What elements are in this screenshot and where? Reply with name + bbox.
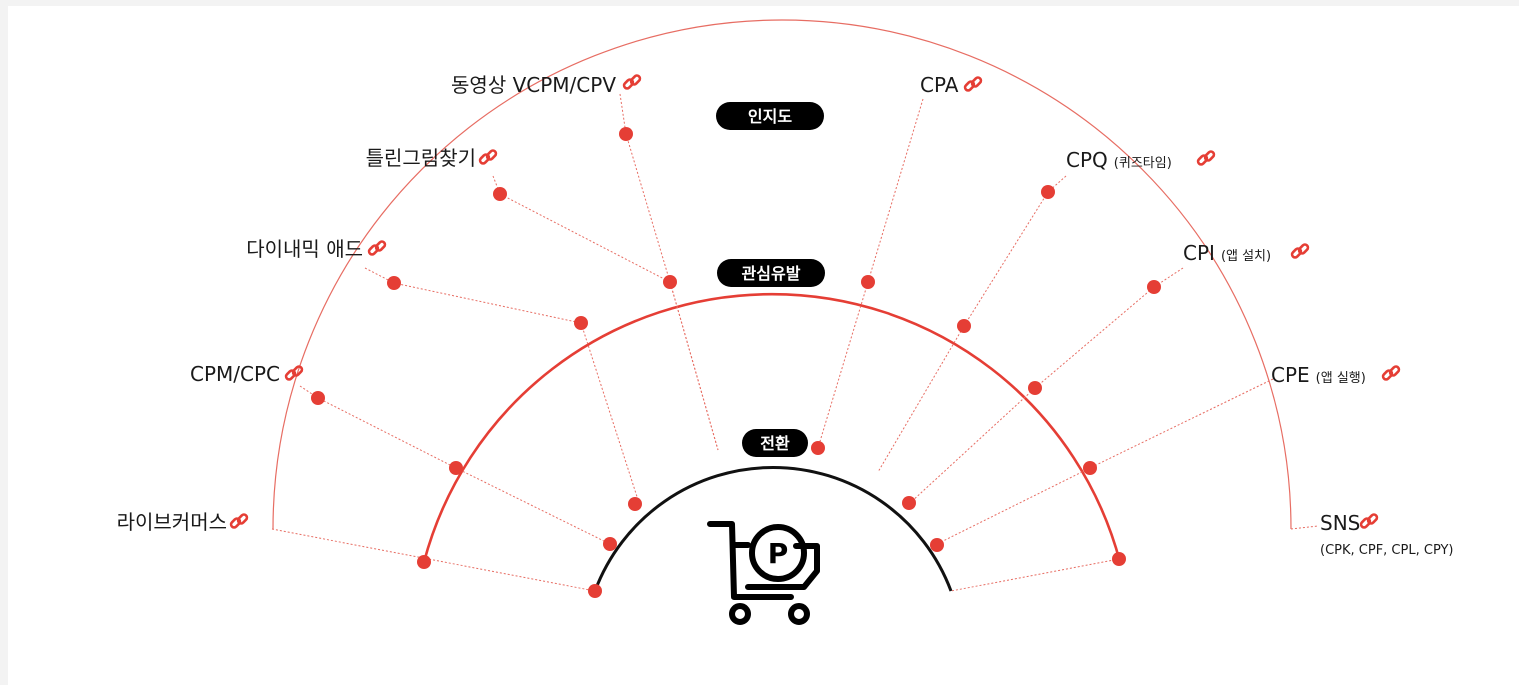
- link-icon: [1290, 242, 1310, 260]
- node-dot: [493, 187, 507, 201]
- product-link-cpa[interactable]: CPA: [920, 73, 983, 97]
- node-dot: [417, 555, 431, 569]
- node-dot: [311, 391, 325, 405]
- product-link-spot-difference[interactable]: 틀린그림찾기: [366, 146, 498, 170]
- product-label: CPM/CPC: [190, 362, 280, 386]
- node-dot: [930, 538, 944, 552]
- product-link-live-commerce[interactable]: 라이브커머스: [117, 510, 249, 534]
- product-label: CPE(앱 실행): [1271, 363, 1366, 387]
- link-icon: [229, 512, 249, 530]
- spoke-cpq: [877, 175, 1067, 473]
- node-dot: [574, 316, 588, 330]
- link-icon: [478, 148, 498, 166]
- product-label: CPI(앱 설치): [1183, 241, 1271, 265]
- node-dot: [449, 461, 463, 475]
- product-sublabel: (CPK, CPF, CPL, CPY): [1320, 543, 1454, 558]
- product-link-cpm-cpc[interactable]: CPM/CPC: [190, 362, 304, 386]
- spoke-video: [619, 93, 719, 451]
- node-dot: [1028, 381, 1042, 395]
- product-link-cpq[interactable]: CPQ(퀴즈타임): [1066, 148, 1216, 172]
- product-label: 틀린그림찾기: [366, 146, 476, 170]
- spoke-spot-difference: [492, 175, 719, 451]
- node-dot: [1083, 461, 1097, 475]
- spoke-lines: [271, 93, 1319, 592]
- node-dot: [628, 497, 642, 511]
- spoke-cpa: [817, 98, 924, 449]
- node-dot: [588, 584, 602, 598]
- awareness-arc: [272, 19, 1292, 530]
- product-label: CPQ(퀴즈타임): [1066, 148, 1172, 172]
- spoke-live-commerce: [271, 528, 596, 592]
- node-dot: [1147, 280, 1161, 294]
- node-dot: [1112, 552, 1126, 566]
- link-icon: [1359, 512, 1379, 530]
- interest-arc: [422, 292, 1122, 563]
- link-icon: [367, 239, 387, 257]
- product-link-cpi[interactable]: CPI(앱 설치): [1183, 241, 1310, 265]
- tier-pill-interest: 관심유발: [717, 259, 825, 287]
- link-icon: [963, 75, 983, 93]
- spoke-cpi: [909, 267, 1184, 504]
- link-icon: [1381, 364, 1401, 382]
- node-dot: [663, 275, 677, 289]
- node-dot: [902, 496, 916, 510]
- node-dot: [387, 276, 401, 290]
- node-dot: [619, 127, 633, 141]
- product-label: CPA: [920, 73, 959, 97]
- spoke-sns-inner: [950, 558, 1120, 592]
- product-label: 동영상 VCPM/CPV: [451, 73, 616, 97]
- node-dot: [1041, 185, 1055, 199]
- node-dot: [861, 275, 875, 289]
- conversion-arc: [593, 466, 953, 592]
- node-dot: [957, 319, 971, 333]
- point-glyph: P: [768, 537, 789, 570]
- node-dots: [311, 127, 1161, 598]
- node-dot: [811, 441, 825, 455]
- product-label: SNS: [1320, 511, 1360, 535]
- product-link-sns[interactable]: SNS (CPK, CPF, CPL, CPY): [1320, 511, 1454, 558]
- svg-text:전환: 전환: [760, 434, 790, 453]
- product-label: 다이내믹 애드: [246, 237, 363, 261]
- spoke-dynamic-ad: [364, 267, 641, 507]
- link-icon: [622, 73, 642, 91]
- diagram-canvas: 인지도 관심유발 전환 라이브커머스 CPM/CPC 다이내믹 애드 틀린그림찾…: [8, 6, 1519, 685]
- svg-text:관심유발: 관심유발: [742, 264, 801, 283]
- product-link-dynamic-ad[interactable]: 다이내믹 애드: [246, 237, 387, 261]
- product-link-video[interactable]: 동영상 VCPM/CPV: [451, 73, 642, 97]
- link-icon: [1196, 149, 1216, 167]
- svg-text:인지도: 인지도: [748, 107, 792, 126]
- node-dot: [603, 537, 617, 551]
- product-label: 라이브커머스: [117, 510, 227, 534]
- ad-funnel-diagram: 인지도 관심유발 전환 라이브커머스 CPM/CPC 다이내믹 애드 틀린그림찾…: [117, 19, 1454, 625]
- link-icon: [284, 364, 304, 382]
- tier-pill-conversion: 전환: [742, 429, 808, 457]
- spoke-cpe: [936, 378, 1274, 545]
- spoke-sns: [1290, 525, 1319, 530]
- cart-point-icon: [707, 521, 820, 625]
- tier-pill-awareness: 인지도: [716, 102, 824, 130]
- product-link-cpe[interactable]: CPE(앱 실행): [1271, 363, 1401, 387]
